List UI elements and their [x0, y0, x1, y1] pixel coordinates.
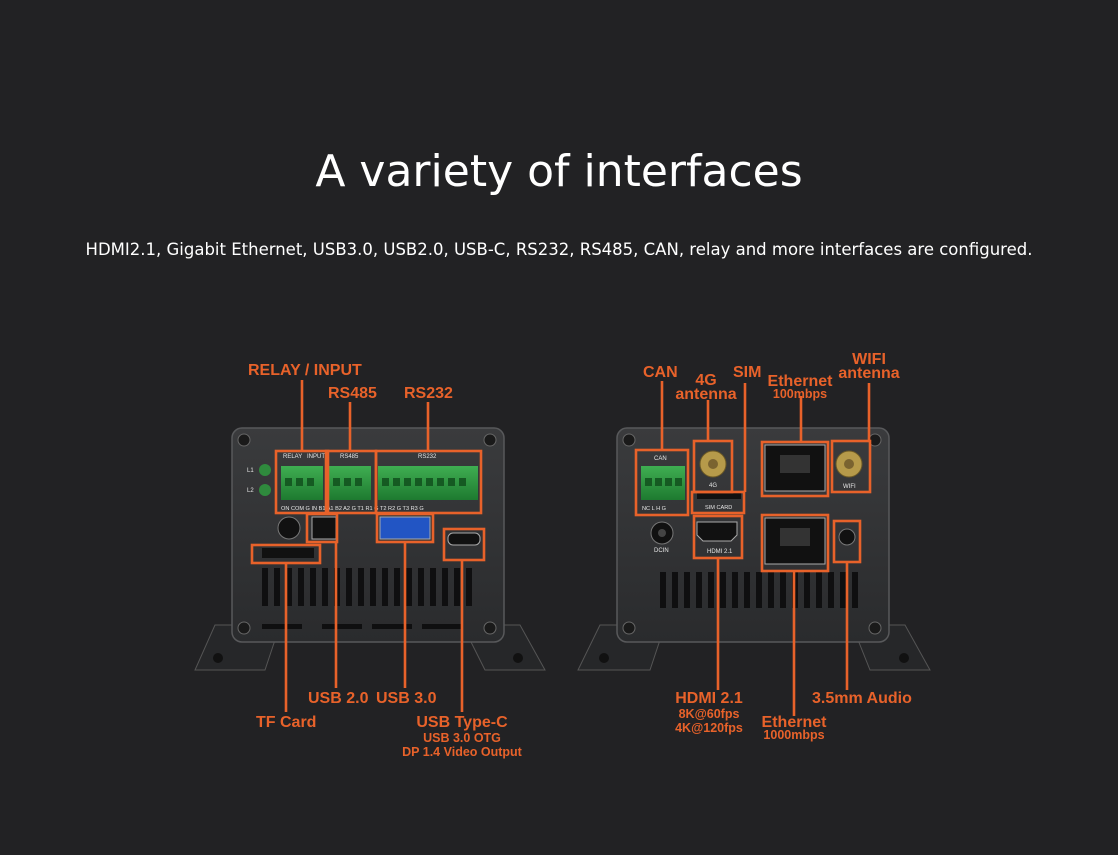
silk-pins: ON COM G IN B1 A1 B2 A2 G T1 R1 G T2 R2 … [281, 506, 424, 512]
label-usb2: USB 2.0 [308, 690, 369, 707]
label-usb-c: USB Type-C [416, 714, 508, 731]
label-hdmi-8k: 8K@60fps [678, 707, 740, 721]
label-sim: SIM [733, 364, 762, 381]
label-wifi-antenna: antenna [838, 365, 900, 382]
silk-can-pins: NC L H G [642, 506, 666, 512]
label-ethernet-1000-speed: 1000mbps [763, 728, 825, 742]
label-4g-antenna: antenna [675, 386, 737, 403]
silk-rs485: RS485 [340, 454, 359, 460]
label-ethernet-100: Ethernet [767, 373, 833, 390]
label-usb3: USB 3.0 [376, 690, 437, 707]
label-can: CAN [643, 364, 678, 381]
label-ethernet-100-speed: 100mbps [772, 387, 828, 401]
page-subtitle: HDMI2.1, Gigabit Ethernet, USB3.0, USB2.… [85, 240, 1033, 259]
label-rs485: RS485 [328, 385, 377, 402]
label-hdmi: HDMI 2.1 [675, 690, 743, 707]
silk-can: CAN [654, 456, 667, 462]
label-audio: 3.5mm Audio [812, 690, 912, 707]
label-ethernet-1000: Ethernet [761, 714, 827, 731]
left-device: RELAY INPUT RS485 RS232 L1 L2 ON COM G I… [194, 427, 546, 671]
silk-sim-card: SIM CARD [705, 505, 732, 511]
silk-hdmi: HDMI 2.1 [707, 549, 733, 555]
label-usb-c-dp: DP 1.4 Video Output [402, 745, 522, 759]
silk-input: INPUT [307, 454, 325, 460]
right-device: CAN NC L H G 4G SIM CARD DCIN HDMI 2.1 W… [577, 427, 931, 671]
label-4g: 4G [695, 372, 717, 389]
label-usb-c-otg: USB 3.0 OTG [423, 731, 501, 745]
label-relay-input: RELAY / INPUT [248, 362, 362, 379]
silk-relay: RELAY [283, 454, 302, 460]
label-wifi: WIFI [852, 351, 886, 368]
label-hdmi-4k: 4K@120fps [675, 721, 743, 735]
silk-wifi: WIFI [843, 484, 856, 490]
silk-l1: L1 [247, 468, 254, 474]
label-rs232: RS232 [404, 385, 453, 402]
silk-4g: 4G [709, 483, 717, 489]
label-tf-card: TF Card [256, 714, 317, 731]
silk-dcin: DCIN [654, 548, 669, 554]
silk-rs232: RS232 [418, 454, 437, 460]
page-title: A variety of interfaces [315, 146, 803, 197]
right-callouts [634, 381, 872, 716]
silk-l2: L2 [247, 488, 254, 494]
left-callouts [250, 380, 486, 712]
